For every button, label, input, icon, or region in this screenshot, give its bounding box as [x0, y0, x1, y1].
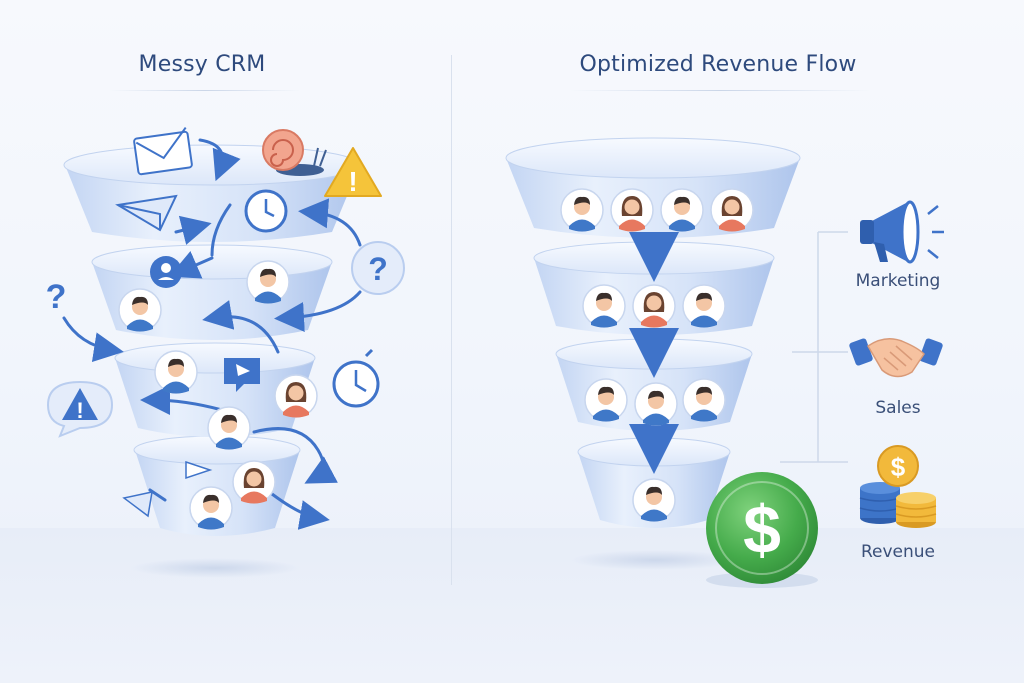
- clock-icon: [244, 189, 288, 233]
- messy-arrow-7: [62, 316, 124, 363]
- messy-person-2: [118, 288, 162, 333]
- play-triangle-icon: [122, 460, 213, 518]
- question-bubble-icon: ?: [351, 241, 405, 295]
- flow-person-9: [634, 382, 678, 427]
- messy-funnel-tier-1: [65, 165, 360, 242]
- messy-arrow-9: [252, 427, 338, 484]
- messy-crm-title-rule: [110, 90, 300, 91]
- messy-person-7: [189, 486, 233, 531]
- gold-coin-symbol: $: [891, 452, 906, 482]
- messy-person-4: [274, 374, 318, 419]
- flow-person-11: [632, 478, 676, 523]
- coin-stack-icon: $: [859, 445, 937, 528]
- messy-arrow-8: [140, 385, 224, 416]
- flow-person-5: [582, 284, 626, 329]
- messy-arrow-4: [298, 198, 362, 247]
- question-symbol: ?: [368, 251, 388, 287]
- question-mark-symbol: ?: [46, 278, 67, 316]
- handshake-icon: [849, 338, 943, 378]
- messy-person-5: [207, 406, 251, 451]
- messy-person-1: [246, 260, 290, 305]
- warning-bubble-icon: !: [46, 380, 114, 438]
- flow-person-6: [632, 284, 676, 329]
- legend-sales-label: Sales: [875, 398, 921, 418]
- legend-revenue-label: Revenue: [860, 542, 936, 562]
- messy-arrow-12: [148, 488, 167, 502]
- panel-divider: [451, 55, 452, 585]
- legend-connector: [780, 231, 848, 463]
- messy-funnel-tier-1-rim: [63, 144, 361, 186]
- dollar-coin-icon: $: [706, 472, 818, 588]
- messy-arrows: [62, 138, 362, 530]
- messy-arrow-5: [274, 290, 362, 332]
- messy-arrow-3: [169, 251, 214, 279]
- floor-band: [0, 528, 1024, 683]
- dollar-coin-symbol: $: [743, 492, 781, 568]
- warning-icon: !: [324, 147, 382, 197]
- messy-person-6: [232, 460, 276, 505]
- megaphone-icon: [860, 200, 944, 264]
- paper-plane-icon: [115, 194, 178, 232]
- messy-arrow-11: [174, 215, 212, 245]
- chat-bubble-icon: [224, 358, 260, 392]
- stopwatch-icon: [332, 348, 380, 408]
- flow-person-8: [584, 378, 628, 423]
- optimized-funnel-tier-1-rim: [505, 137, 801, 179]
- optimized-flow-title-rule: [570, 90, 870, 91]
- flow-person-7: [682, 284, 726, 329]
- messy-arrow-10: [270, 492, 330, 530]
- messy-arrow-1: [198, 138, 241, 182]
- messy-arrow-2: [210, 203, 232, 257]
- warning-bubble-symbol: !: [76, 398, 83, 423]
- question-mark-icon: ?: [46, 278, 67, 316]
- flow-person-2: [610, 188, 654, 233]
- snail-icon: [262, 129, 327, 176]
- messy-funnel-tier-3-rim: [114, 342, 316, 374]
- flow-person-10: [682, 378, 726, 423]
- flow-person-3: [660, 188, 704, 233]
- warning-symbol: !: [348, 166, 357, 197]
- messy-funnel-shadow: [130, 558, 300, 578]
- messy-arrow-6: [202, 300, 280, 354]
- messy-person-3: [154, 350, 198, 395]
- flow-person-4: [710, 188, 754, 233]
- flow-person-1: [560, 188, 604, 233]
- optimized-flow-title: Optimized Revenue Flow: [579, 52, 857, 77]
- messy-crm-title: Messy CRM: [138, 52, 266, 77]
- legend-marketing-label: Marketing: [855, 271, 941, 291]
- map-pin-icon: [150, 256, 182, 288]
- optimized-funnel-shadow: [570, 550, 740, 570]
- envelope-icon: [133, 127, 193, 176]
